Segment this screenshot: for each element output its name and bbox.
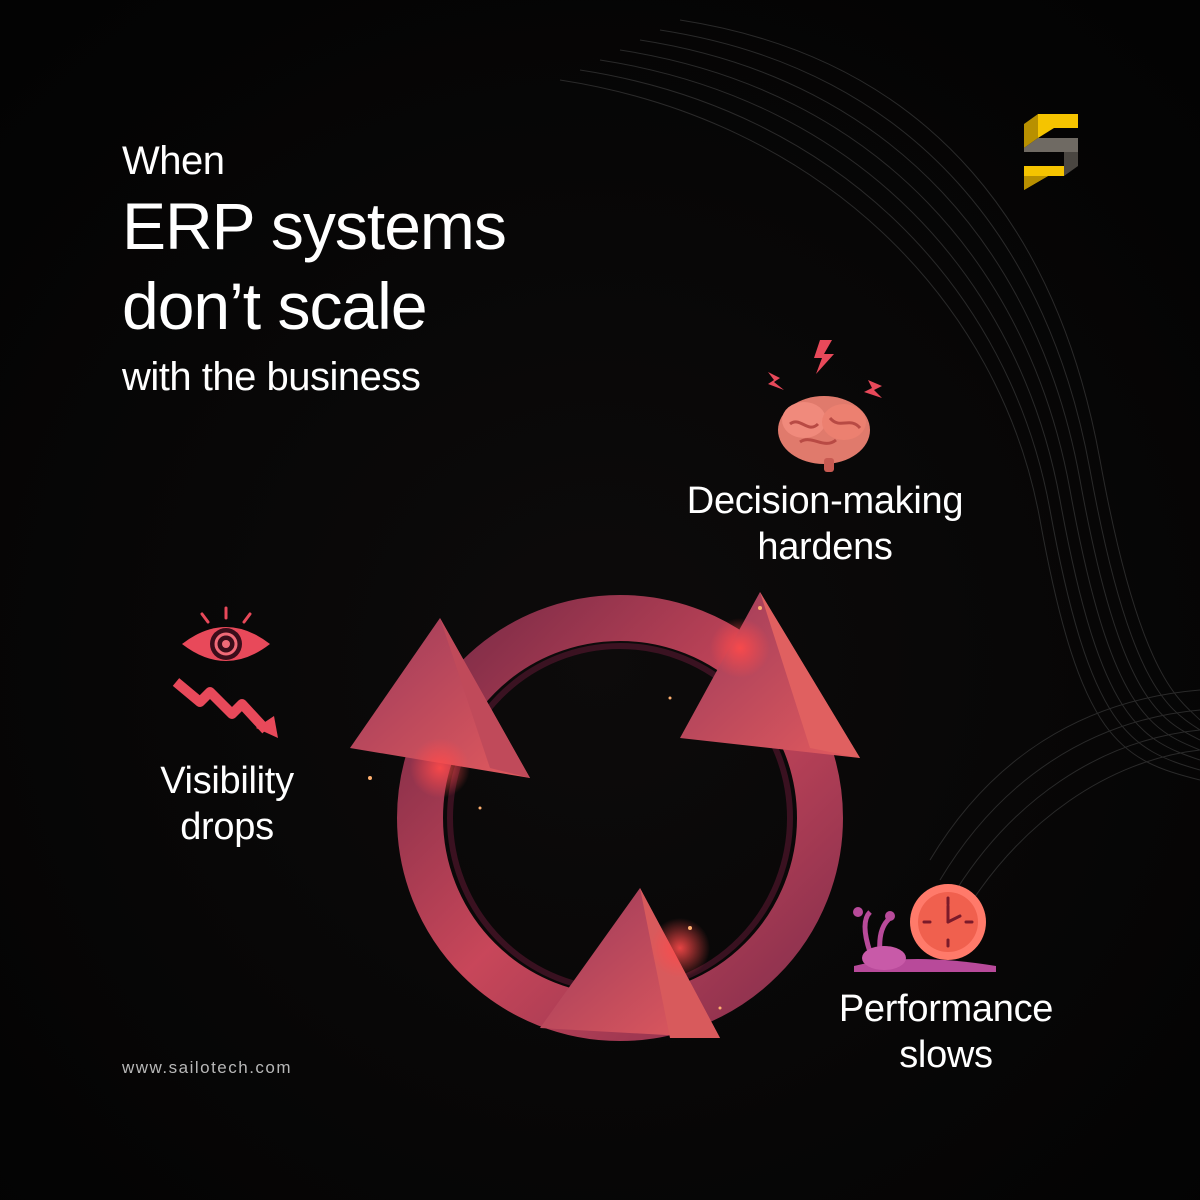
headline-line-1: When [122,139,225,183]
cycle-arrows-icon [350,592,860,1041]
snail-clock-icon [853,884,996,972]
brain-lightning-icon [768,340,882,472]
performance-slows-label: Performance slows [796,986,1096,1078]
headline-line-2: ERP systems [122,189,507,263]
headline-line-3: don’t scale [122,269,428,343]
eye-trend-down-icon [172,606,278,738]
visibility-label-line-2: drops [180,806,274,848]
performance-label-line-2: slows [899,1034,993,1076]
visibility-label-line-1: Visibility [160,760,294,802]
decision-making-label: Decision-making hardens [620,478,1030,570]
sailotech-logo-icon [1024,114,1078,190]
website-link[interactable]: www.sailotech.com [122,1058,293,1077]
headline: When ERP systems don’t scale with the bu… [122,136,507,402]
performance-label-line-1: Performance [838,988,1054,1030]
headline-line-4: with the business [122,355,421,399]
decision-label-line-1: Decision-making [686,480,964,522]
visibility-drops-label: Visibility drops [112,758,342,850]
decision-label-line-2: hardens [757,526,893,568]
